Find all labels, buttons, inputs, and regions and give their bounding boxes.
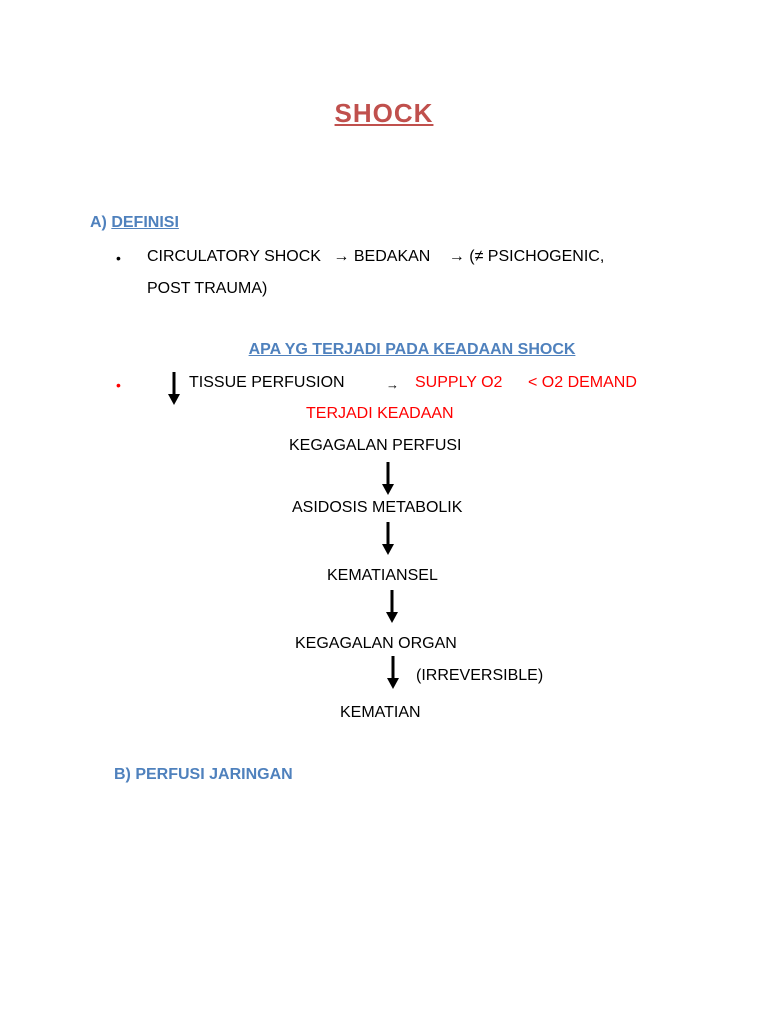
bullet-marker: •: [116, 250, 121, 266]
subheading: APA YG TERJADI PADA KEADAAN SHOCK: [0, 341, 768, 359]
flow-step-kematiansel: KEMATIANSEL: [327, 567, 438, 584]
section-a-prefix: A): [90, 214, 112, 231]
circulatory-shock-text: CIRCULATORY SHOCK: [147, 248, 321, 265]
definition-line-2: POST TRAUMA): [147, 280, 268, 297]
supply-o2-text: SUPPLY O2: [415, 374, 503, 391]
arrow-right-icon: →: [386, 377, 399, 392]
section-b-heading: B) PERFUSI JARINGAN: [114, 766, 293, 783]
down-arrow-icon: [382, 522, 394, 555]
bedakan-text: BEDAKAN: [353, 248, 431, 265]
red-bullet-marker: •: [116, 377, 121, 393]
down-arrow-icon: [386, 590, 398, 623]
flow-step-kematian: KEMATIAN: [340, 704, 421, 721]
flow-step-kegagalan-perfusi: KEGAGALAN PERFUSI: [289, 437, 462, 454]
section-a-label: DEFINISI: [111, 214, 179, 231]
definition-line-1: CIRCULATORY SHOCK → BEDAKAN → (≠ PSICHOG…: [147, 248, 604, 266]
tissue-perfusion-text: TISSUE PERFUSION: [189, 374, 345, 391]
o2-demand-text: < O2 DEMAND: [528, 374, 637, 391]
psichogenic-text: (≠ PSICHOGENIC,: [469, 248, 605, 265]
flow-step-asidosis-metabolik: ASIDOSIS METABOLIK: [292, 499, 463, 516]
arrow-right-icon: →: [448, 248, 465, 265]
down-arrow-icon: [168, 372, 180, 405]
arrow-right-icon: →: [333, 248, 350, 265]
subheading-text: APA YG TERJADI PADA KEADAAN SHOCK: [248, 341, 576, 358]
section-a-heading: A) DEFINISI: [90, 214, 179, 232]
down-arrow-icon: [382, 462, 394, 495]
irreversible-note: (IRREVERSIBLE): [416, 667, 544, 684]
terjadi-keadaan-text: TERJADI KEADAAN: [306, 405, 454, 422]
flow-step-kegagalan-organ: KEGAGALAN ORGAN: [295, 635, 457, 652]
down-arrow-icon: [387, 656, 399, 689]
page-title: SHOCK: [334, 98, 434, 128]
